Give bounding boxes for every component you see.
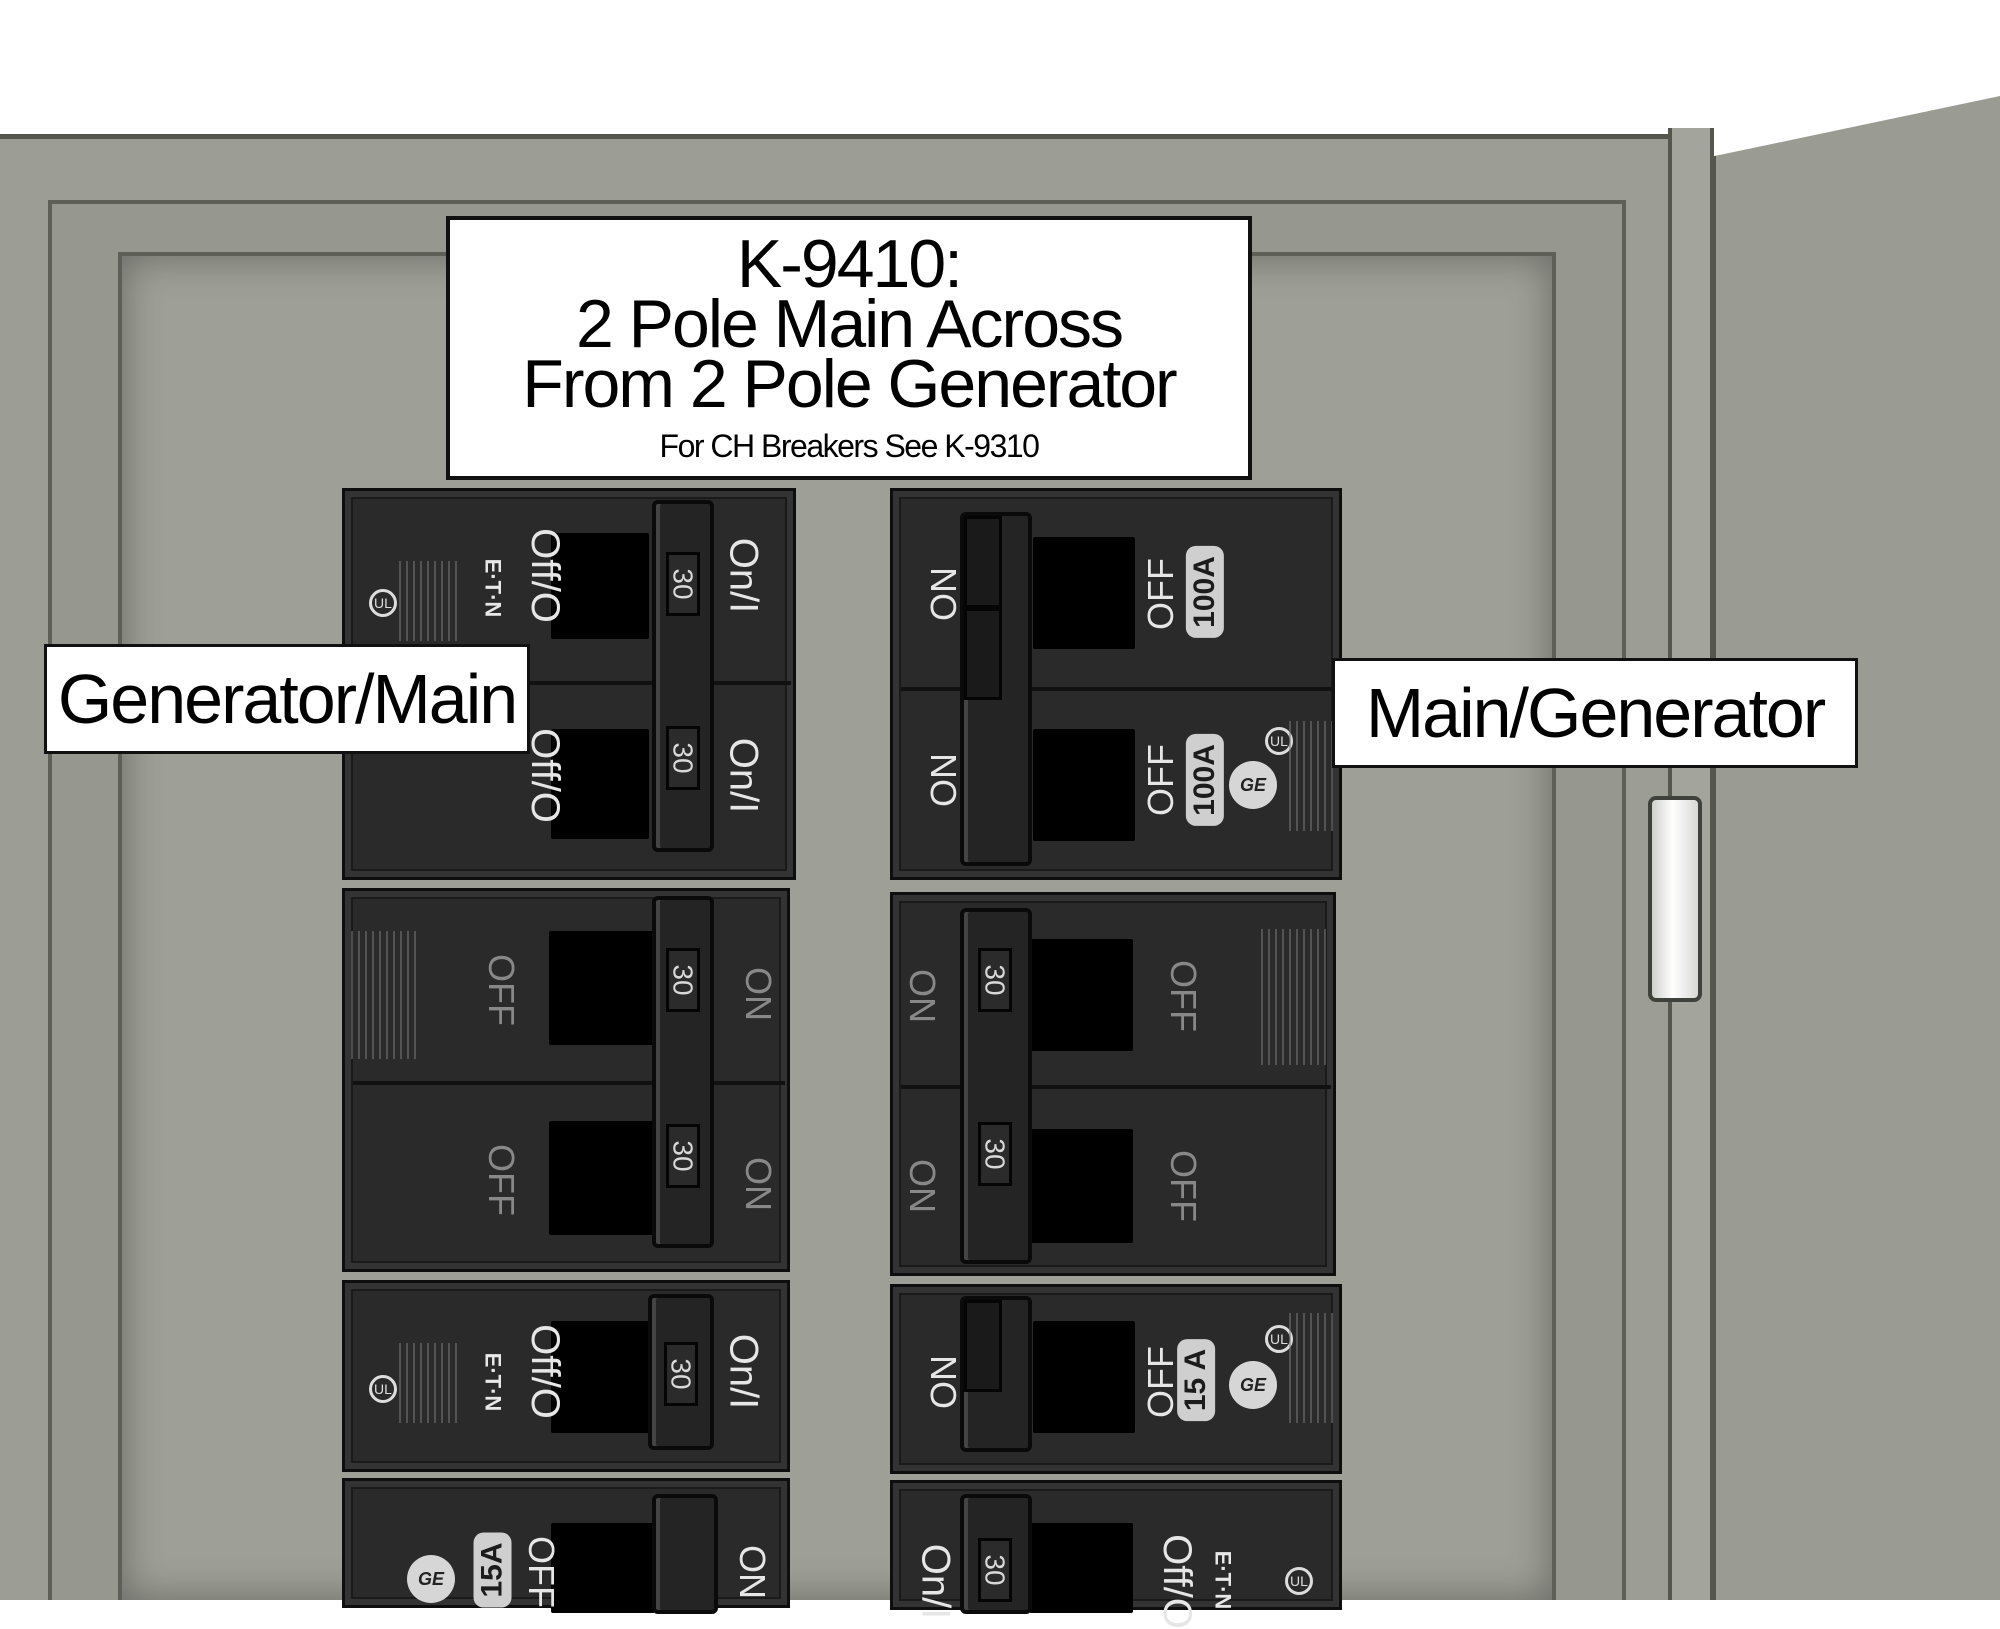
right-ge-rating: 15 A: [1177, 1338, 1216, 1422]
right-ge-handle[interactable]: [960, 1296, 1032, 1452]
right-main-on-top: ON: [923, 567, 964, 621]
left-eaton-amp: 30: [664, 1342, 698, 1406]
left-tandem-breaker[interactable]: OFF OFF ON ON: [342, 888, 790, 1272]
left-main-amp-bottom: 30: [666, 726, 700, 790]
right-ge-off-label: OFF: [1139, 1346, 1181, 1418]
title-note: For CH Breakers See K-9310: [659, 428, 1040, 464]
right-main-fineprint: [1289, 721, 1333, 831]
left-eaton-window: [551, 1321, 655, 1433]
generator-main-label: Generator/Main: [44, 644, 530, 754]
right-ge-on-label: ON: [923, 1355, 964, 1409]
left-tandem-off-top: OFF: [480, 954, 522, 1026]
left-tandem-window-bottom: [549, 1121, 653, 1235]
door-latch-handle[interactable]: [1648, 796, 1702, 1002]
ul-listing-icon: UL: [369, 589, 397, 617]
right-tandem-off-bottom: OFF: [1162, 1150, 1204, 1222]
left-tandem-fineprint: [351, 931, 417, 1059]
right-tandem-window-bottom: [1029, 1129, 1133, 1243]
ge-logo-icon: GE: [1229, 1361, 1277, 1409]
left-tandem-on-top: ON: [738, 967, 779, 1021]
left-ge-rating: 15A: [473, 1532, 512, 1608]
right-ge-breaker-15a[interactable]: ON OFF 15 A GE UL: [890, 1284, 1342, 1474]
right-tandem-off-top: OFF: [1162, 960, 1204, 1032]
right-tandem-breaker[interactable]: ON ON OFF OFF: [890, 892, 1336, 1276]
left-tandem-on-bottom: ON: [738, 1157, 779, 1211]
left-main-handle[interactable]: 30 30: [652, 500, 714, 852]
panel-door[interactable]: [1714, 96, 2000, 1600]
ul-listing-icon: UL: [369, 1375, 397, 1403]
left-tandem-handle[interactable]: 30 30: [652, 896, 714, 1248]
left-tandem-window-top: [549, 931, 653, 1045]
right-tandem-amp-top: 30: [978, 948, 1012, 1012]
title-label: K-9410: 2 Pole Main Across From 2 Pole G…: [446, 216, 1252, 480]
left-ge-handle[interactable]: [652, 1494, 718, 1614]
left-tandem-amp-bottom: 30: [666, 1124, 700, 1188]
right-main-handle-slot-top: [964, 516, 1002, 608]
eaton-logo: E·T·N: [1210, 1550, 1236, 1610]
right-eaton-off-label: Off/O: [1154, 1534, 1199, 1629]
right-main-off-bottom: OFF: [1139, 744, 1181, 816]
left-tandem-off-bottom: OFF: [480, 1144, 522, 1216]
title-line-2: 2 Pole Main Across: [575, 286, 1124, 362]
right-ge-handle-slot: [964, 1300, 1002, 1392]
left-main-off-label-top: Off/O: [522, 528, 567, 623]
eaton-logo: E·T·N: [480, 1352, 506, 1412]
right-main-handle-slot-bottom: [964, 608, 1002, 700]
right-eaton-breaker-30[interactable]: On/I Off/O E·T·N UL: [890, 1480, 1342, 1629]
left-tandem-amp-top: 30: [666, 948, 700, 1012]
left-main-window-top: [551, 533, 649, 639]
left-main-breaker[interactable]: Off/O Off/O On/I On/I E·T·N UL: [342, 488, 796, 880]
right-tandem-fineprint: [1261, 929, 1327, 1065]
left-eaton-off-label: Off/O: [522, 1324, 567, 1419]
ul-listing-icon: UL: [1285, 1567, 1313, 1595]
right-main-rating-top: 100A: [1185, 546, 1224, 638]
right-tandem-window-top: [1029, 939, 1133, 1051]
left-main-window-bottom: [551, 729, 649, 839]
main-generator-label: Main/Generator: [1332, 658, 1858, 768]
eaton-logo: E·T·N: [480, 558, 506, 618]
right-tandem-on-bottom: ON: [902, 1159, 943, 1213]
title-line-1: K-9410:: [736, 226, 963, 302]
right-main-rating-bottom: 100A: [1185, 734, 1224, 826]
left-eaton-on-label: On/I: [721, 1333, 766, 1410]
right-main-window-top: [1033, 537, 1135, 649]
right-tandem-on-top: ON: [902, 969, 943, 1023]
right-main-divider: [901, 687, 1337, 691]
right-eaton-window: [1029, 1523, 1133, 1613]
right-main-off-top: OFF: [1139, 558, 1181, 630]
left-ge-breaker-15[interactable]: GE 15A OFF ON: [342, 1478, 790, 1613]
ge-logo-icon: GE: [407, 1555, 455, 1603]
right-eaton-amp: 30: [978, 1538, 1012, 1602]
right-main-on-bottom: ON: [923, 753, 964, 807]
left-main-on-label-top: On/I: [721, 537, 766, 614]
right-tandem-divider: [901, 1085, 1331, 1089]
right-main-breaker-100a[interactable]: ON ON OFF OFF 100A 100A GE UL: [890, 488, 1342, 880]
right-tandem-handle[interactable]: 30 30: [960, 908, 1032, 1264]
right-eaton-handle[interactable]: 30: [960, 1494, 1032, 1614]
left-main-fineprint: [399, 561, 459, 641]
left-eaton-handle[interactable]: 30: [648, 1294, 714, 1450]
left-main-divider: [353, 681, 791, 685]
right-main-handle[interactable]: [960, 512, 1032, 866]
right-eaton-on-label: On/I: [913, 1543, 958, 1620]
ge-logo-icon: GE: [1229, 761, 1277, 809]
right-tandem-amp-bottom: 30: [978, 1122, 1012, 1186]
left-eaton-fineprint: [399, 1343, 459, 1423]
right-main-window-bottom: [1033, 729, 1135, 841]
left-tandem-divider: [353, 1081, 785, 1085]
left-eaton-breaker-30[interactable]: Off/O On/I E·T·N UL: [342, 1280, 790, 1472]
left-ge-on-label: ON: [732, 1545, 773, 1599]
left-ge-window: [551, 1523, 655, 1613]
right-ge-fineprint: [1289, 1313, 1333, 1423]
title-line-3: From 2 Pole Generator: [522, 346, 1177, 422]
left-main-amp-top: 30: [666, 552, 700, 616]
left-ge-off-label: OFF: [520, 1536, 562, 1608]
left-main-on-label-bottom: On/I: [721, 737, 766, 814]
right-ge-window: [1033, 1321, 1135, 1433]
